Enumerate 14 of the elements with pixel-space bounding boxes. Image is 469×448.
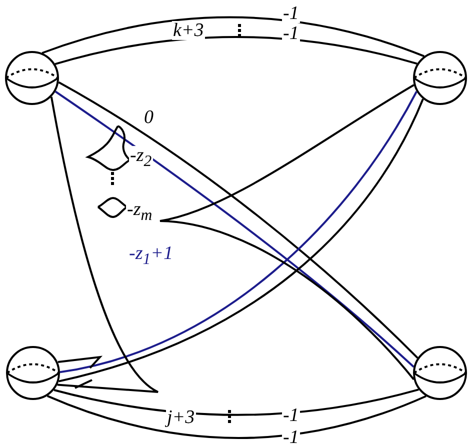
edge-label: -1 <box>282 4 300 23</box>
strand <box>42 16 424 58</box>
strand <box>54 36 418 66</box>
strand <box>54 388 419 416</box>
sphere <box>5 51 59 105</box>
sphere <box>6 346 60 400</box>
math-label: j+3 <box>166 408 196 427</box>
edge-label: -1 <box>282 24 300 43</box>
strand <box>46 394 426 439</box>
strand <box>159 84 415 380</box>
sphere <box>413 51 467 105</box>
sphere <box>413 346 467 400</box>
math-label: k+3 <box>172 21 205 40</box>
strand <box>50 96 159 393</box>
